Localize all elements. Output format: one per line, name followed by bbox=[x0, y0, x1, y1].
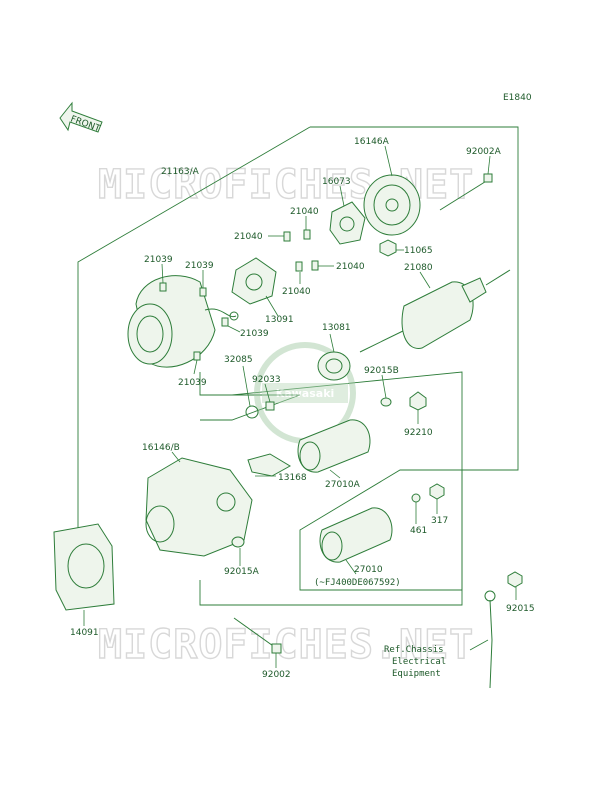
leader-lines bbox=[83, 145, 517, 668]
part-92033-clip bbox=[265, 401, 275, 411]
label-21039-c: 21039 bbox=[240, 329, 269, 339]
label-92002A: 92002A bbox=[466, 147, 502, 157]
label-32085: 32085 bbox=[224, 355, 253, 365]
label-27010: 27010 bbox=[354, 565, 383, 575]
part-16073-brush-plate bbox=[329, 201, 366, 245]
part-13091-brush-holder bbox=[231, 257, 277, 305]
part-32085-ring bbox=[245, 405, 259, 419]
label-92015B: 92015B bbox=[364, 366, 399, 376]
label-11065: 11065 bbox=[404, 246, 433, 256]
part-21039c bbox=[221, 317, 229, 327]
part-21039d bbox=[193, 351, 201, 361]
label-92210: 92210 bbox=[404, 428, 433, 438]
label-21080: 21080 bbox=[404, 263, 433, 273]
label-21039-d: 21039 bbox=[178, 378, 207, 388]
ref-note-line-3: Equipment bbox=[392, 669, 441, 679]
frame-inner-left bbox=[199, 372, 300, 396]
label-21039-a: 21039 bbox=[144, 255, 173, 265]
part-14091-cover-plate bbox=[53, 523, 115, 611]
label-13168: 13168 bbox=[278, 473, 307, 483]
frame-inner-mid bbox=[200, 394, 301, 421]
label-461: 461 bbox=[410, 526, 427, 536]
variant-box bbox=[299, 469, 463, 591]
label-317: 317 bbox=[431, 516, 448, 526]
label-16146B: 16146/B bbox=[142, 443, 180, 453]
part-92015B-washer bbox=[380, 397, 392, 407]
label-21039-b: 21039 bbox=[185, 261, 214, 271]
label-92002: 92002 bbox=[262, 670, 291, 680]
part-461-washer bbox=[411, 493, 421, 503]
label-27010A: 27010A bbox=[325, 480, 361, 490]
front-arrow-icon: FRONT bbox=[59, 101, 103, 135]
label-21040-c: 21040 bbox=[336, 262, 365, 272]
label-21040-a: 21040 bbox=[290, 207, 319, 217]
label-21040-b: 21040 bbox=[234, 232, 263, 242]
ref-note-line-2: Electrical bbox=[392, 657, 446, 667]
label-16146A: 16146A bbox=[354, 137, 390, 147]
label-13081: 13081 bbox=[322, 323, 351, 333]
label-14091: 14091 bbox=[70, 628, 99, 638]
part-21040a-spring bbox=[283, 231, 291, 242]
ref-note-line-1: Ref.Chassis bbox=[384, 645, 444, 655]
part-11065-nut bbox=[379, 239, 397, 257]
part-21039b bbox=[199, 287, 207, 297]
part-92210-nut bbox=[409, 391, 427, 411]
part-16146A-end-cover bbox=[363, 174, 421, 236]
label-serial-range: (~FJ400DE067592) bbox=[314, 578, 401, 588]
part-27010-solenoid bbox=[319, 507, 393, 563]
frame-left bbox=[77, 126, 311, 570]
label-16073: 16073 bbox=[322, 177, 351, 187]
logo-text: Kawasaki bbox=[276, 387, 335, 400]
part-21039a bbox=[159, 282, 167, 292]
part-21163A-yoke bbox=[127, 275, 239, 368]
part-92015-nut bbox=[507, 571, 523, 588]
frame-top-right bbox=[310, 126, 519, 471]
part-21040b-spring bbox=[303, 229, 311, 240]
label-13091: 13091 bbox=[265, 315, 294, 325]
page-code: E1840 bbox=[503, 93, 532, 103]
watermark-bottom: MICROFICHES.NET bbox=[98, 622, 474, 668]
part-ground-cable bbox=[484, 590, 496, 689]
label-92015A: 92015A bbox=[224, 567, 260, 577]
part-92015A-washer bbox=[231, 536, 245, 548]
part-21040d-spring bbox=[311, 260, 319, 271]
part-92002-bolt bbox=[233, 617, 282, 654]
part-13168-lever bbox=[247, 453, 291, 477]
part-21040c-spring bbox=[295, 261, 303, 272]
label-21163A: 21163/A bbox=[161, 167, 200, 177]
label-92033: 92033 bbox=[252, 375, 281, 385]
label-92015: 92015 bbox=[506, 604, 535, 614]
label-21040-d: 21040 bbox=[282, 287, 311, 297]
frame-inner-right bbox=[231, 371, 463, 470]
part-13081-pinion bbox=[317, 351, 351, 381]
part-21080-armature bbox=[359, 269, 511, 353]
part-27010A-solenoid bbox=[297, 419, 371, 473]
part-317-nut bbox=[429, 483, 445, 500]
